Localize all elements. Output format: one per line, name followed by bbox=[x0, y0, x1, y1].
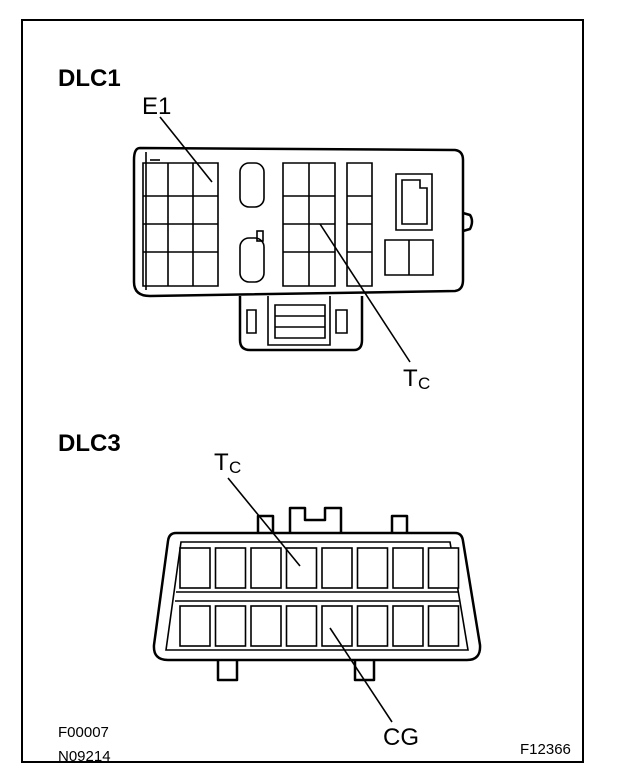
dlc3-pin bbox=[179, 547, 211, 589]
dlc3-tc-label-sub: C bbox=[229, 458, 241, 477]
dlc3-pin bbox=[179, 605, 211, 647]
dlc1-e1-leader-line bbox=[159, 116, 213, 183]
dlc1-e1-label: E1 bbox=[142, 93, 171, 120]
dlc3-tc-label: T C bbox=[214, 449, 241, 477]
figure-frame bbox=[21, 19, 584, 763]
dlc3-pin bbox=[356, 605, 389, 647]
dlc3-pin bbox=[356, 547, 389, 589]
dlc3-cg-leader-line bbox=[329, 627, 393, 723]
dlc3-cg-label: CG bbox=[383, 724, 419, 751]
dlc3-pin bbox=[250, 605, 282, 647]
dlc3-tc-label-main: T bbox=[214, 449, 229, 476]
dlc3-pin bbox=[427, 547, 460, 589]
dlc3-pin bbox=[392, 605, 424, 647]
figure-code-1: F00007 bbox=[58, 724, 109, 741]
dlc3-connector bbox=[152, 506, 482, 682]
dlc3-pin-grid bbox=[179, 547, 460, 647]
dlc3-pin bbox=[285, 605, 318, 647]
dlc3-pin bbox=[214, 605, 247, 647]
dlc1-tc-label-sub: C bbox=[418, 374, 430, 393]
dlc1-title: DLC1 bbox=[58, 65, 121, 92]
dlc3-tc-leader-line bbox=[227, 477, 301, 567]
dlc3-pin bbox=[250, 547, 282, 589]
dlc1-connector bbox=[132, 146, 474, 352]
dlc3-pin bbox=[427, 605, 460, 647]
dlc1-tc-leader-line bbox=[319, 223, 411, 363]
dlc3-pin bbox=[392, 547, 424, 589]
dlc1-tc-label-main: T bbox=[403, 365, 418, 392]
dlc3-pin bbox=[321, 547, 353, 589]
dlc3-title: DLC3 bbox=[58, 430, 121, 457]
figure-code-3: F12366 bbox=[520, 741, 571, 758]
figure-code-2: N09214 bbox=[58, 748, 111, 765]
dlc1-tc-label: T C bbox=[403, 365, 430, 393]
dlc3-pin bbox=[214, 547, 247, 589]
